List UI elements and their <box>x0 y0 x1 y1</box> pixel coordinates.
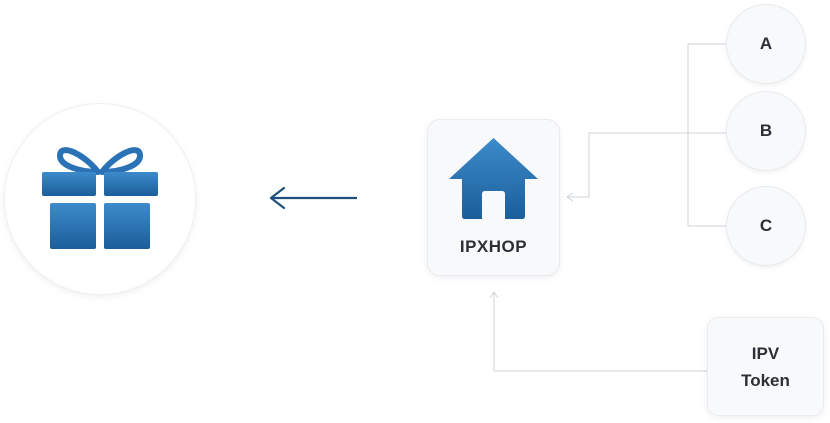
source-node-b: B <box>727 92 805 170</box>
token-node: IPV Token <box>708 318 823 415</box>
token-label-line2: Token <box>741 370 790 390</box>
token-label-line1: IPV <box>751 343 780 363</box>
main-arrow <box>269 186 357 210</box>
hub-label: IPXHOP <box>459 237 528 256</box>
reward-node <box>5 104 195 294</box>
house-icon <box>449 138 538 219</box>
source-node-c: C <box>727 187 805 265</box>
token-connector <box>489 291 708 372</box>
source-node-a: A <box>727 5 805 83</box>
gift-icon <box>42 147 158 249</box>
hub-node: IPXHOP <box>428 120 559 275</box>
sources-bracket <box>566 43 727 227</box>
